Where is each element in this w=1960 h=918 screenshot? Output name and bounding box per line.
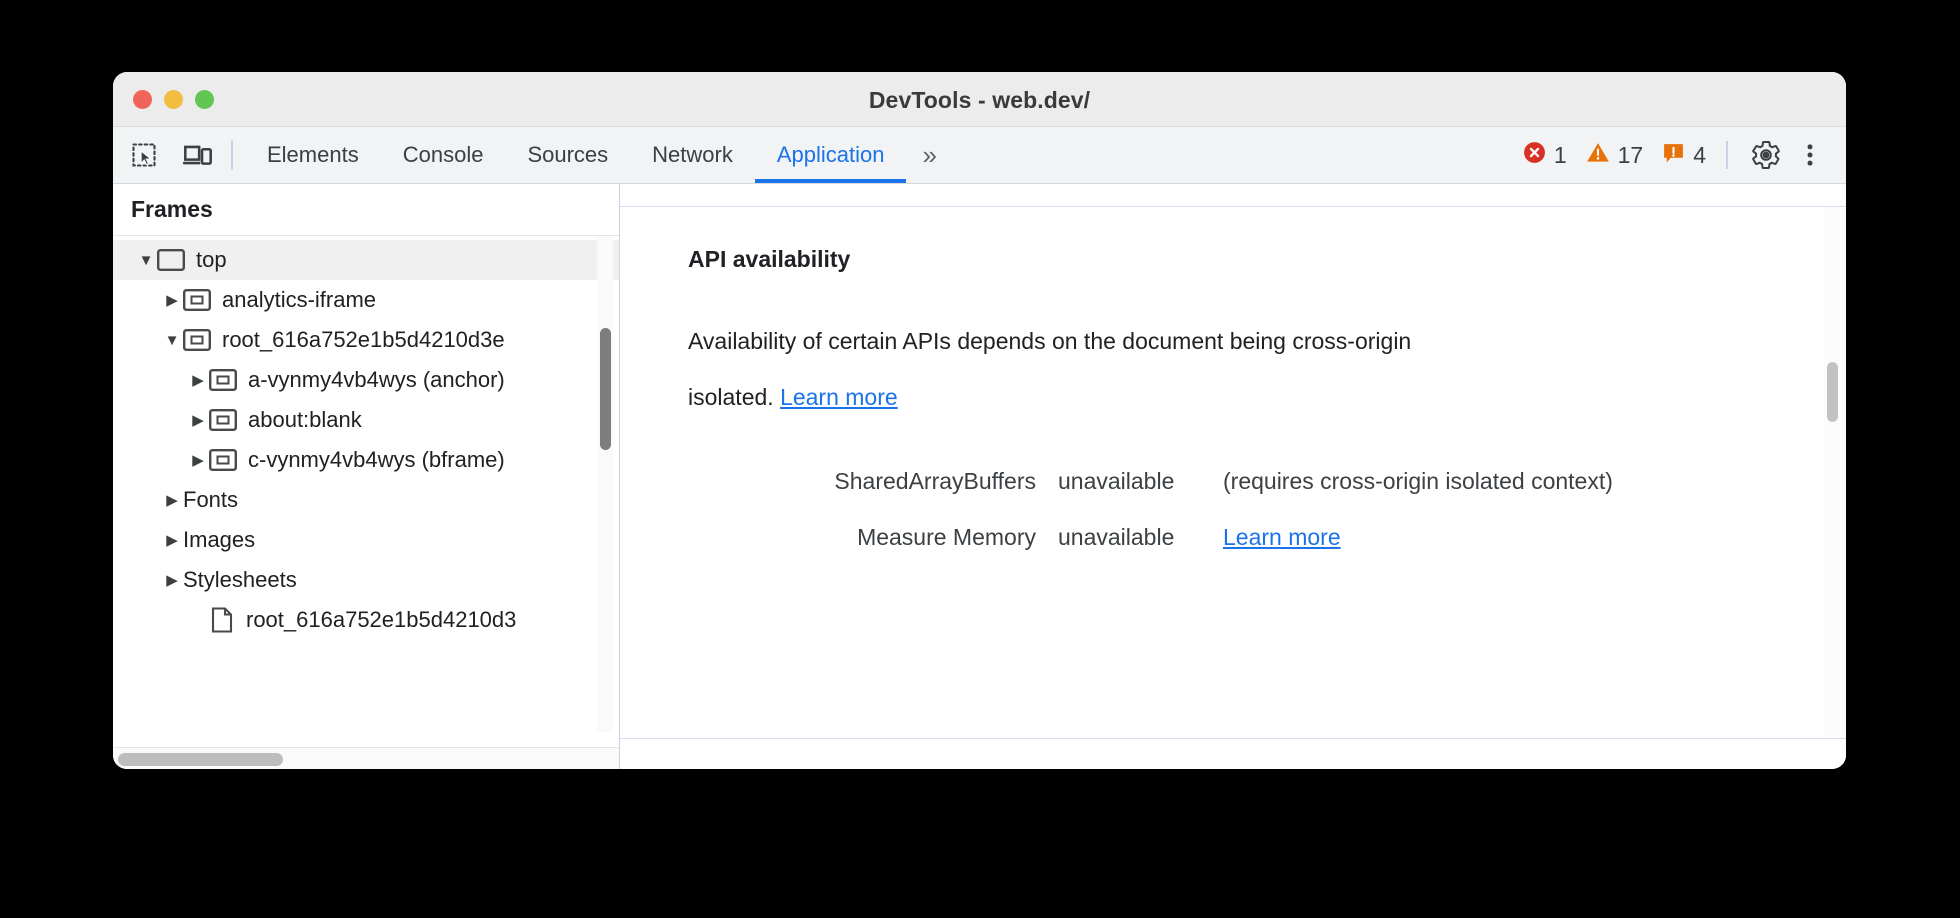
warning-count-badge[interactable]: 17 <box>1585 140 1644 171</box>
chevron-right-icon[interactable]: ▶ <box>192 412 204 429</box>
tree-item-images[interactable]: ▶ Images <box>113 520 619 560</box>
tab-elements[interactable]: Elements <box>267 142 359 167</box>
toolbar-divider <box>231 140 233 170</box>
issue-count: 4 <box>1693 141 1706 168</box>
chevron-right-icon[interactable]: ▶ <box>166 532 178 549</box>
frame-icon <box>157 249 185 271</box>
error-circle-icon <box>1522 140 1547 171</box>
frame-details-panel: API availability Availability of certain… <box>620 184 1846 769</box>
tab-application[interactable]: Application <box>754 127 907 183</box>
frames-sidebar: Frames ▼ top ▶ <box>113 184 620 769</box>
api-availability-rows: SharedArrayBuffers unavailable (requires… <box>688 453 1846 565</box>
panel-tabs: Elements Console Sources Network Applica… <box>245 127 951 183</box>
iframe-icon <box>183 329 211 351</box>
devtools-toolbar: Elements Console Sources Network Applica… <box>113 127 1846 184</box>
tree-item-stylesheets[interactable]: ▶ Stylesheets <box>113 560 619 600</box>
api-availability-learn-more-link[interactable]: Learn more <box>780 384 898 410</box>
close-window-button[interactable] <box>133 90 152 109</box>
sidebar-header: Frames <box>113 184 619 236</box>
error-count: 1 <box>1553 141 1567 168</box>
iframe-icon <box>209 369 237 391</box>
maximize-window-button[interactable] <box>195 90 214 109</box>
inspect-element-icon[interactable] <box>121 132 167 178</box>
row-value: unavailable <box>1058 468 1175 494</box>
table-row: SharedArrayBuffers unavailable (requires… <box>688 453 1846 509</box>
tree-item-label: Stylesheets <box>183 567 297 592</box>
chevron-down-icon[interactable]: ▼ <box>138 251 154 269</box>
device-toolbar-icon[interactable] <box>175 132 221 178</box>
row-label: Measure Memory <box>857 524 1036 550</box>
chevron-right-icon[interactable]: ▶ <box>166 492 178 509</box>
toolbar-divider-2 <box>1726 141 1728 169</box>
panel-vertical-scrollbar[interactable] <box>1824 207 1840 738</box>
tree-item-bframe[interactable]: ▶ c-vynmy4vb4wys (bframe) <box>113 440 619 480</box>
panel-bottom-divider <box>620 738 1846 739</box>
sidebar-vertical-scroll-thumb[interactable] <box>600 328 611 450</box>
warning-triangle-icon <box>1585 140 1611 171</box>
tree-item-label: c-vynmy4vb4wys (bframe) <box>248 447 505 472</box>
tree-item-label: top <box>196 247 227 272</box>
tree-item-fonts[interactable]: ▶ Fonts <box>113 480 619 520</box>
chevron-down-icon[interactable]: ▼ <box>164 331 180 349</box>
panel-top-divider <box>620 206 1846 207</box>
issue-bubble-icon <box>1661 140 1686 171</box>
tab-network[interactable]: Network <box>652 142 733 167</box>
traffic-lights <box>133 90 214 109</box>
tree-item-label: root_616a752e1b5d4210d3e <box>222 327 505 352</box>
tab-console[interactable]: Console <box>402 142 484 167</box>
tree-item-label: root_616a752e1b5d4210d3 <box>246 607 517 632</box>
toolbar-status-group: 1 17 <box>1522 133 1846 177</box>
minimize-window-button[interactable] <box>164 90 183 109</box>
error-count-badge[interactable]: 1 <box>1522 140 1567 171</box>
devtools-body: Frames ▼ top ▶ <box>113 184 1846 769</box>
tree-item-label: about:blank <box>248 407 362 432</box>
tree-item-top[interactable]: ▼ top <box>113 240 619 280</box>
sidebar-horizontal-scrollbar[interactable] <box>113 747 619 769</box>
window-title-bar: DevTools - web.dev/ <box>113 72 1846 127</box>
issue-count-badge[interactable]: 4 <box>1661 140 1706 171</box>
tree-item-label: Images <box>183 527 256 552</box>
kebab-menu-icon[interactable] <box>1788 133 1832 177</box>
tree-item-root-frame[interactable]: ▼ root_616a752e1b5d4210d3e <box>113 320 619 360</box>
sidebar-horizontal-scroll-thumb[interactable] <box>118 753 283 766</box>
table-row: Measure Memory unavailable Learn more <box>688 509 1846 565</box>
panel-content: API availability Availability of certain… <box>620 184 1846 565</box>
chevron-right-icon[interactable]: ▶ <box>166 572 178 589</box>
tab-sources[interactable]: Sources <box>527 142 609 167</box>
row-label: SharedArrayBuffers <box>834 468 1036 494</box>
chevron-right-icon[interactable]: ▶ <box>192 452 204 469</box>
tree-item-label: a-vynmy4vb4wys (anchor) <box>248 367 505 392</box>
section-description: Availability of certain APIs depends on … <box>688 313 1478 425</box>
document-icon <box>209 607 235 633</box>
tree-item-analytics-iframe[interactable]: ▶ analytics-iframe <box>113 280 619 320</box>
tree-item-about-blank[interactable]: ▶ about:blank <box>113 400 619 440</box>
frames-tree: ▼ top ▶ an <box>113 236 619 640</box>
row-note: (requires cross-origin isolated context) <box>1223 468 1613 494</box>
panel-vertical-scroll-thumb[interactable] <box>1827 362 1838 422</box>
measure-memory-learn-more-link[interactable]: Learn more <box>1223 524 1341 550</box>
row-value: unavailable <box>1058 524 1175 550</box>
tree-item-root-document[interactable]: ▶ root_616a752e1b5d4210d3 <box>113 600 619 640</box>
iframe-icon <box>209 409 237 431</box>
tree-item-anchor-frame[interactable]: ▶ a-vynmy4vb4wys (anchor) <box>113 360 619 400</box>
sidebar-vertical-scrollbar[interactable] <box>597 236 613 732</box>
chevron-right-icon[interactable]: ▶ <box>166 292 178 309</box>
tree-item-label: Fonts <box>183 487 239 512</box>
row-note: Learn more <box>1223 509 1341 565</box>
iframe-icon <box>183 289 211 311</box>
chevron-right-icon[interactable]: ▶ <box>192 372 204 389</box>
tree-item-label: analytics-iframe <box>222 287 377 312</box>
window-title: DevTools - web.dev/ <box>868 87 1091 113</box>
description-text: Availability of certain APIs depends on … <box>688 328 1412 410</box>
iframe-icon <box>209 449 237 471</box>
warning-count: 17 <box>1617 141 1644 168</box>
devtools-window: DevTools - web.dev/ Elements Console Sou… <box>113 72 1846 769</box>
more-tabs-chevron-icon[interactable]: » <box>922 139 936 170</box>
gear-icon[interactable] <box>1744 133 1788 177</box>
section-title: API availability <box>688 246 851 272</box>
